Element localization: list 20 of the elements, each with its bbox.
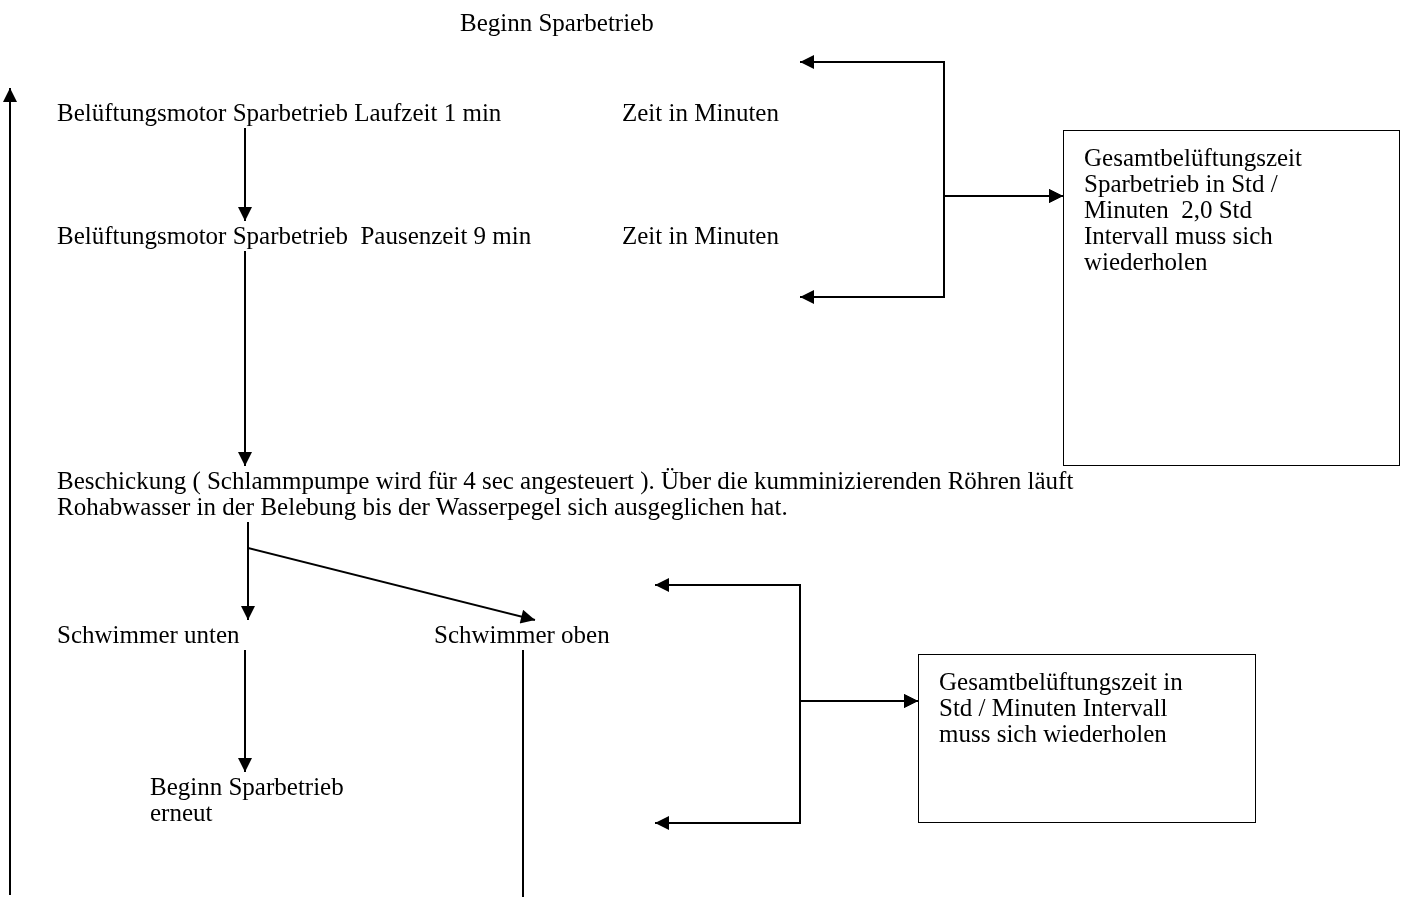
summary-box: [918, 654, 1256, 823]
process-text: Beschickung ( Schlammpumpe wird für 4 sec angesteuert ). Über die kumminizierenden Röhren läuft Rohabwasser in der Belebung bis der Wasserpegel sich ausgeglichen hat.: [57, 468, 1117, 520]
unit-label: Zeit in Minuten: [622, 223, 779, 249]
arrow: [247, 521, 536, 624]
arrow: [238, 127, 252, 222]
process-text: Belüftungsmotor Sparbetrieb Laufzeit 1 min: [57, 100, 502, 126]
arrow: [238, 250, 252, 467]
process-text: Beginn Sparbetrieb erneut: [150, 774, 380, 826]
arrow: [799, 189, 1064, 304]
line: [522, 649, 524, 897]
summary-box: [1063, 130, 1400, 466]
box-text: Gesamtbelüftungszeit Sparbetrieb in Std / Minuten 2,0 Std Intervall muss sich wiederholen: [1084, 145, 1303, 275]
heading-label: Beginn Sparbetrieb: [460, 10, 654, 36]
state-text: Schwimmer oben: [434, 622, 610, 648]
box-text: Gesamtbelüftungszeit in Std / Minuten Intervall muss sich wiederholen: [939, 669, 1184, 747]
unit-label: Zeit in Minuten: [622, 100, 779, 126]
arrow: [654, 694, 919, 830]
state-text: Schwimmer unten: [57, 622, 240, 648]
process-text: Belüftungsmotor Sparbetrieb Pausenzeit 9 min: [57, 223, 532, 249]
arrow: [238, 649, 252, 773]
